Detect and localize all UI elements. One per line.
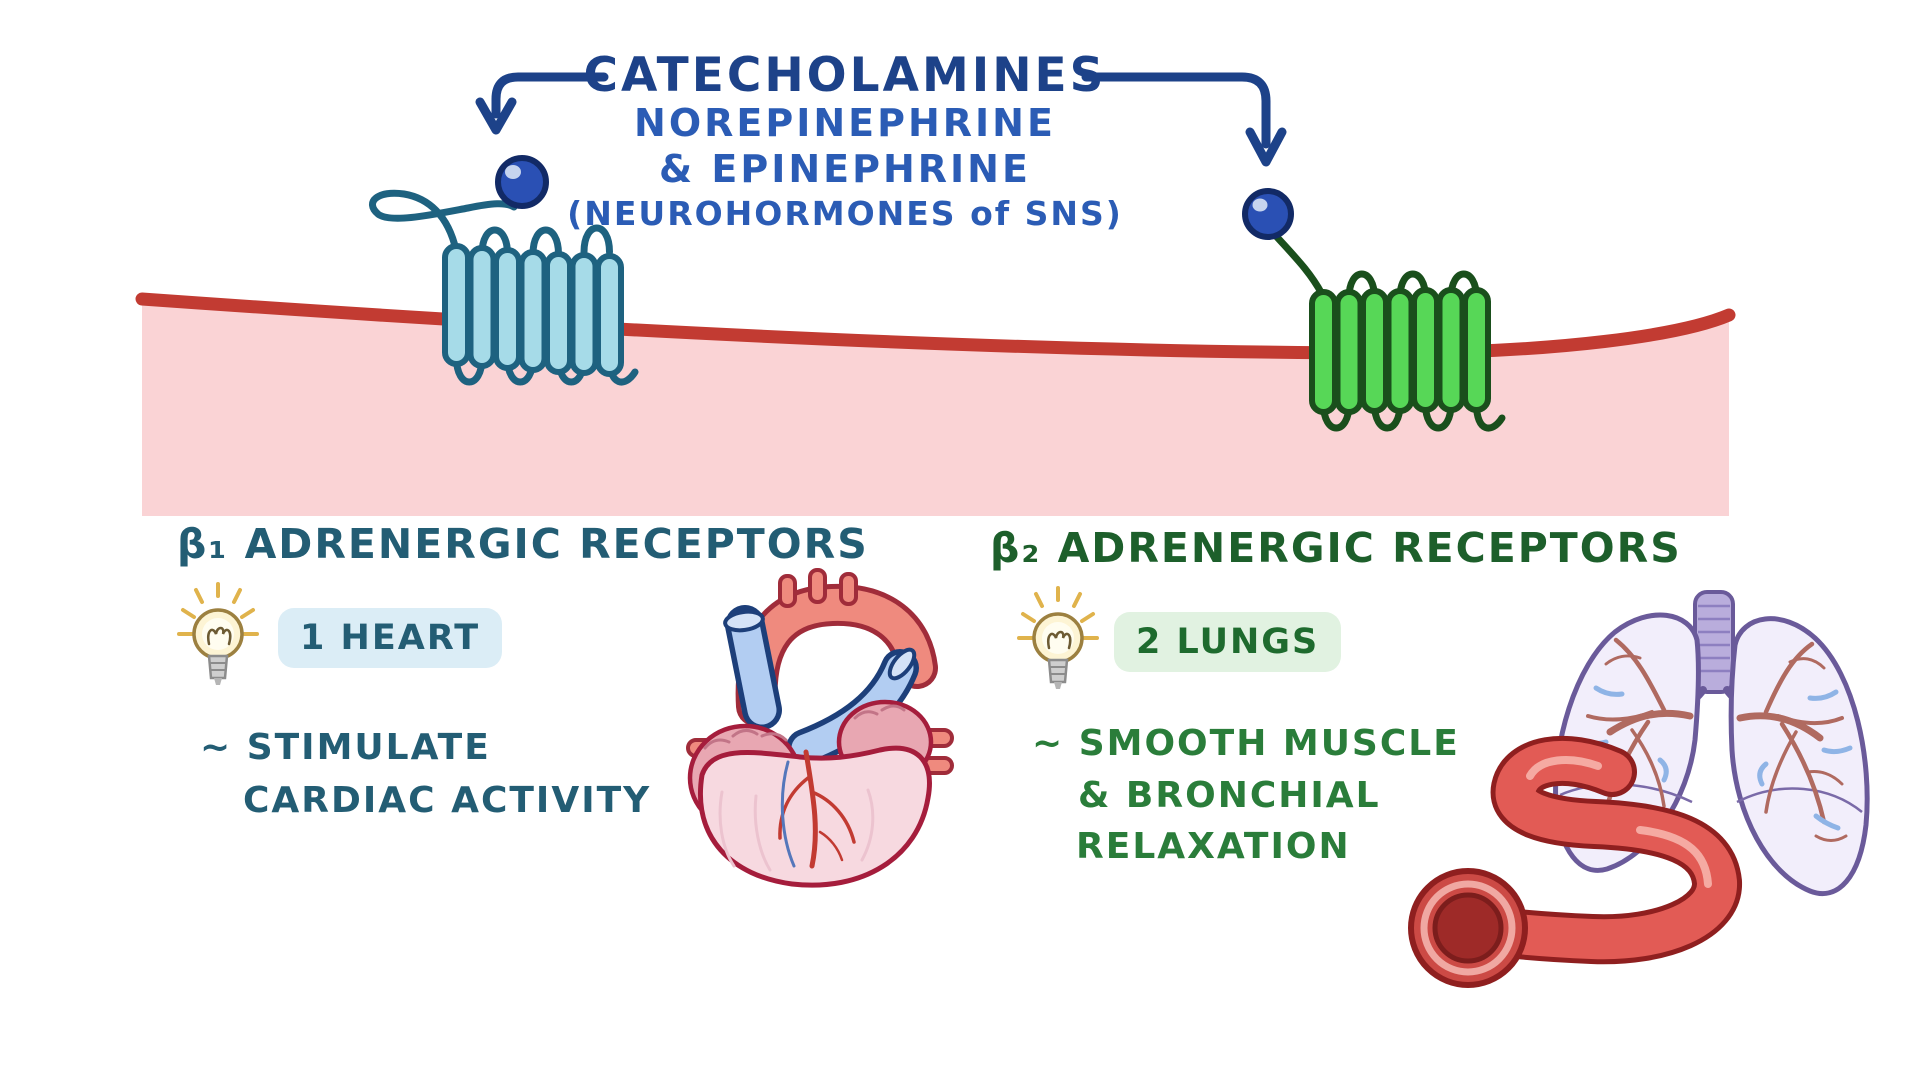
page-title: CATECHOLAMINES — [583, 48, 1107, 103]
bronchiole-illustration — [1408, 736, 1742, 988]
beta2-target-chip: 2 LUNGS — [1114, 612, 1342, 672]
beta1-section-heading: β₁ ADRENERGIC RECEPTORS — [177, 520, 869, 568]
catecholamine-molecule-right — [1242, 188, 1294, 240]
catecholamine-molecule-left — [495, 155, 549, 209]
subtitle-neurohormones: (NEUROHORMONES of SNS) — [567, 194, 1123, 233]
lightbulb-icon — [177, 582, 259, 685]
beta1-receptor — [369, 189, 639, 386]
beta1-target-chip: 1 HEART — [278, 608, 503, 668]
heart-illustration — [686, 568, 954, 888]
beta2-note-line1: ~ SMOOTH MUSCLE — [1032, 723, 1460, 764]
subtitle-epinephrine: & EPINEPHRINE — [659, 147, 1031, 191]
arrow-to-beta1 — [475, 72, 609, 135]
beta2-section-heading: β₂ ADRENERGIC RECEPTORS — [990, 524, 1682, 572]
beta2-note-line2: & BRONCHIAL — [1078, 775, 1381, 816]
lightbulb-icon — [1017, 586, 1099, 689]
beta1-note-line2: CARDIAC ACTIVITY — [243, 780, 652, 821]
beta2-note-line3: RELAXATION — [1076, 826, 1351, 867]
beta1-note-line1: ~ STIMULATE — [200, 727, 491, 768]
arrow-to-beta2 — [1081, 72, 1287, 167]
beta2-receptor — [1272, 232, 1506, 432]
subtitle-norepinephrine: NOREPINEPHRINE — [634, 101, 1056, 145]
